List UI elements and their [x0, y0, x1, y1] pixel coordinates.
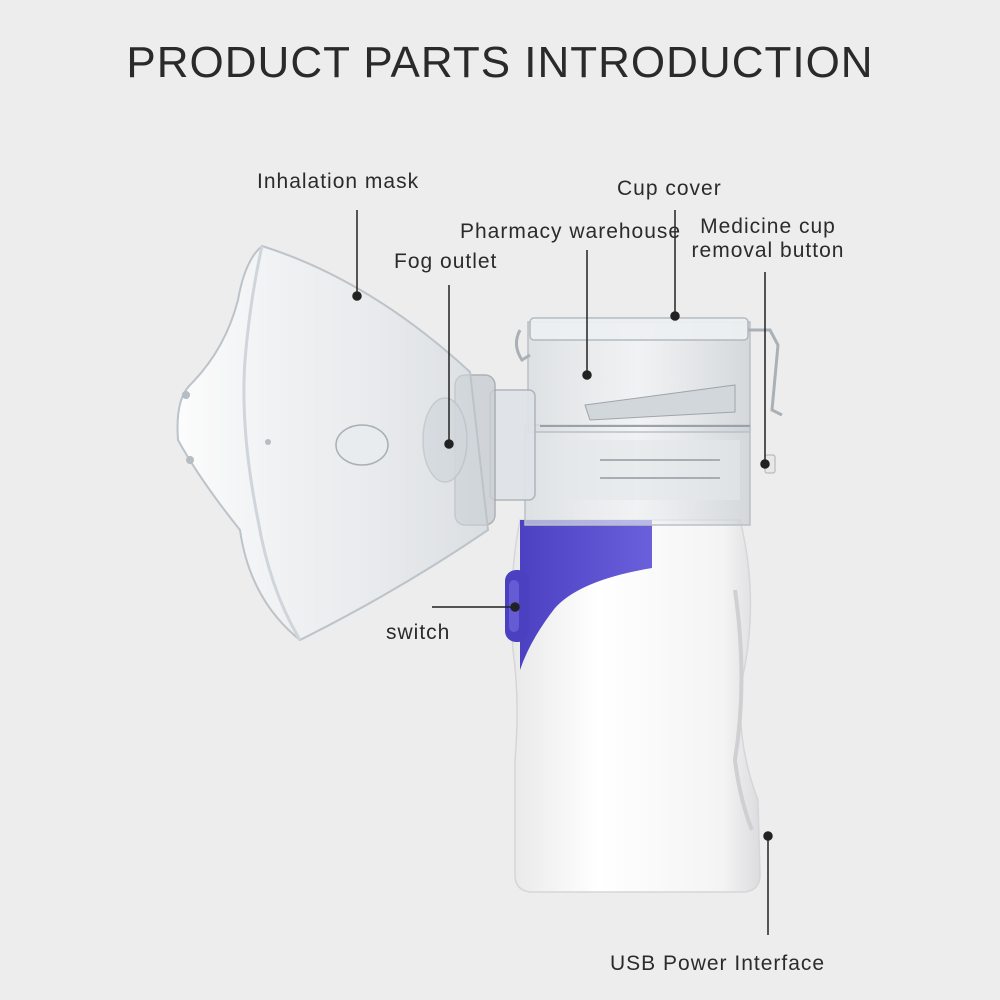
label-medicine-cup-removal: Medicine cup removal button	[688, 215, 848, 263]
leader-dot-cup-cover	[670, 311, 680, 321]
leader-dot-switch	[510, 602, 520, 612]
device-body	[510, 519, 761, 893]
label-switch: switch	[386, 621, 451, 644]
label-usb-power-interface: USB Power Interface	[610, 952, 826, 975]
label-medicine-cup-removal-line1: Medicine cup	[700, 215, 836, 238]
label-pharmacy-warehouse: Pharmacy warehouse	[460, 220, 682, 243]
leader-dot-usb-power	[763, 831, 773, 841]
label-medicine-cup-removal-line2: removal button	[691, 239, 845, 262]
medicine-cup-shape	[515, 317, 783, 526]
leader-lines	[352, 210, 773, 935]
leader-dot-medicine-cup-removal	[760, 459, 770, 469]
leader-dot-inhalation-mask	[352, 291, 362, 301]
page-title: PRODUCT PARTS INTRODUCTION	[126, 38, 874, 87]
label-fog-outlet: Fog outlet	[394, 250, 498, 273]
label-inhalation-mask: Inhalation mask	[257, 170, 420, 193]
label-cup-cover: Cup cover	[617, 177, 722, 200]
leader-dot-pharmacy-warehouse	[582, 370, 592, 380]
inhalation-mask-shape	[176, 244, 490, 642]
leader-dot-fog-outlet	[444, 439, 454, 449]
